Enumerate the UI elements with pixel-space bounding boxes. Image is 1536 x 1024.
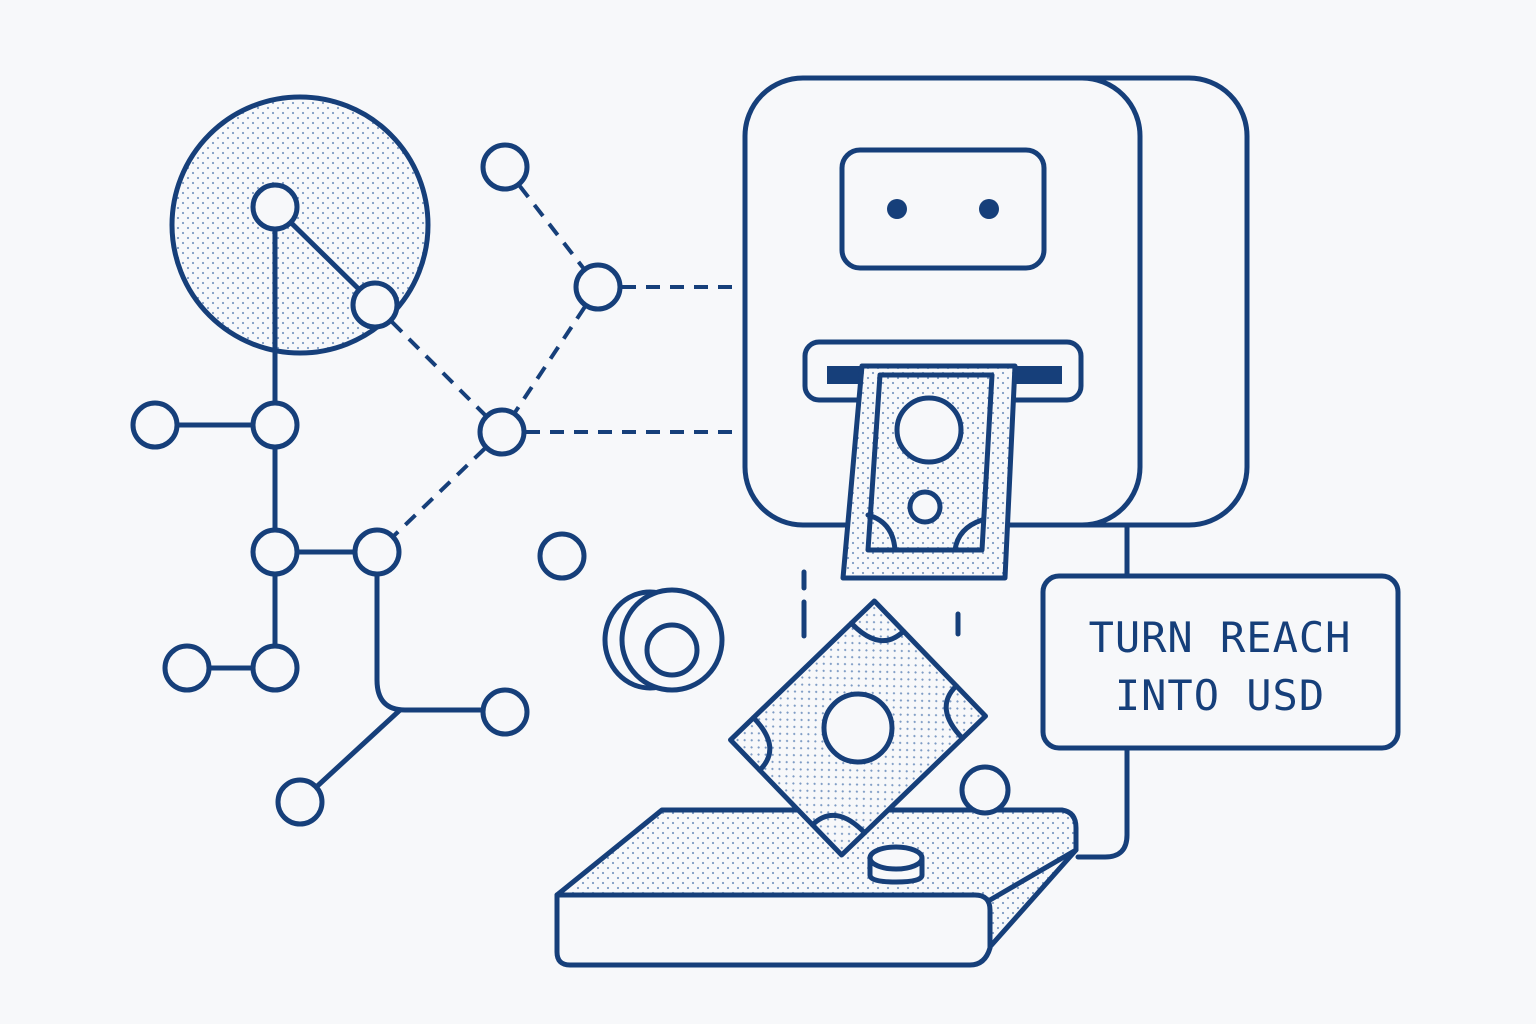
node-icon [352,527,402,577]
node-icon [477,407,527,457]
dollar-bill-icon [840,363,1018,581]
node-icon [537,531,587,581]
dollar-bill-icon [727,598,989,858]
atm-machine-icon [742,75,1250,581]
node-icon [162,643,212,693]
network-graph-icon [130,94,742,827]
node-icon [130,400,180,450]
node-icon [250,400,300,450]
node-icon [573,262,623,312]
coin-icon [959,764,1011,816]
atm-screen [839,147,1047,271]
node-icon [275,777,325,827]
node-icon [480,687,530,737]
node-icon [250,527,300,577]
label-line-2: INTO USD [1115,671,1325,720]
node-icon [250,643,300,693]
label-line-1: TURN REACH [1089,613,1352,662]
label-card: TURN REACH INTO USD [1040,573,1401,751]
node-icon [480,142,530,192]
cash-tray-icon [554,764,1079,968]
connector-line [1075,745,1130,860]
network-nodes [130,142,623,827]
node-icon [250,182,300,232]
coin-icon [602,587,725,693]
node-icon [350,280,400,330]
